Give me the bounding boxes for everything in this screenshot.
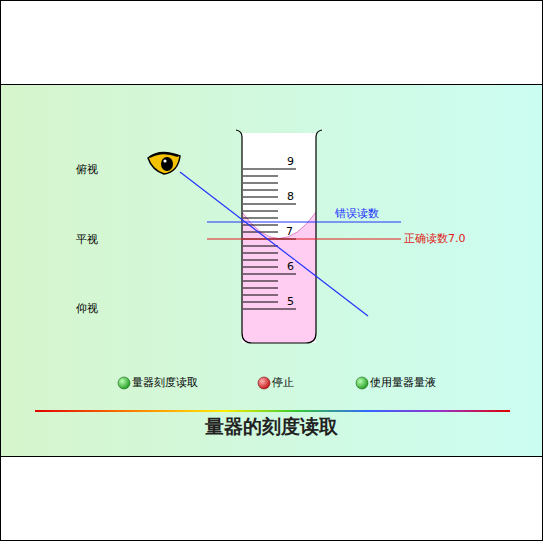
liquid [242, 212, 316, 343]
scale-tick [243, 183, 278, 184]
scale-tick [243, 232, 278, 233]
view-label: 仰视 [76, 302, 98, 315]
scale-tick [243, 302, 278, 303]
scale-number: 7 [286, 225, 293, 238]
button-icon [356, 377, 368, 389]
scale-tick [243, 190, 278, 191]
meniscus [242, 212, 316, 239]
cylinder-wall [236, 130, 322, 343]
scale-tick [243, 218, 278, 219]
scale-tick [243, 295, 278, 296]
scale-tick [243, 197, 278, 198]
band-border [0, 84, 543, 85]
rainbow-rule [35, 410, 510, 412]
wrong-reading-line [207, 222, 401, 223]
scale-tick [243, 253, 278, 254]
scale-tick [243, 176, 278, 177]
view-label: 俯视 [76, 163, 98, 176]
stage-band [0, 85, 543, 457]
button-label: 量器刻度读取 [132, 376, 198, 389]
scale-tick [243, 204, 296, 205]
eye-icon [148, 152, 180, 174]
correct-reading-label: 正确读数7.0 [404, 232, 466, 245]
scale-number: 6 [286, 260, 295, 273]
wrong-reading-label: 错误读数 [335, 207, 379, 220]
correct-reading-line [207, 239, 401, 240]
view-label: 平视 [76, 233, 98, 246]
scale-tick [243, 267, 278, 268]
button-label: 使用量器量液 [370, 376, 436, 389]
scale-tick [243, 309, 296, 310]
scale-tick [243, 274, 296, 275]
scale-number: 5 [286, 295, 295, 308]
scale-tick [243, 169, 296, 170]
cylinder-interior [242, 133, 316, 343]
scale-tick [243, 288, 278, 289]
scale-tick [243, 260, 278, 261]
button-icon [118, 377, 130, 389]
scale-tick [243, 211, 278, 212]
button-label: 停止 [272, 376, 294, 389]
page-title: 量器的刻度读取 [205, 415, 338, 438]
sight-line [180, 172, 368, 316]
button-icon [258, 377, 270, 389]
scale-number: 9 [286, 155, 295, 168]
scale-number: 8 [286, 190, 295, 203]
band-border [0, 456, 543, 457]
scale-tick [243, 281, 278, 282]
scale-tick [243, 246, 278, 247]
